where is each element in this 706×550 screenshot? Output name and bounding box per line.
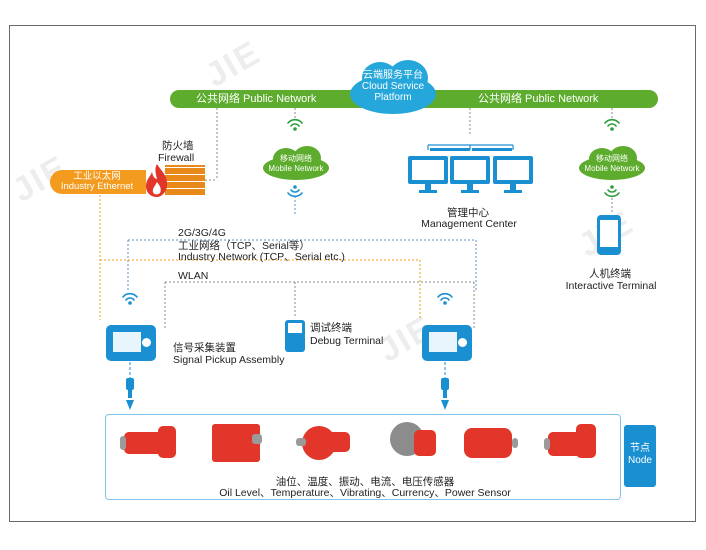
motor-icon bbox=[208, 420, 268, 464]
management-center-zh: 管理中心 bbox=[447, 207, 489, 219]
phone-icon bbox=[597, 215, 621, 255]
wifi-icon bbox=[122, 292, 138, 305]
industry-ethernet-label: 工业以太网 Industry Ethernet bbox=[52, 172, 142, 192]
cloud-en-2: Platform bbox=[374, 92, 412, 103]
flame-icon bbox=[146, 164, 168, 197]
cloud-zh: 云端服务平台 bbox=[363, 70, 423, 81]
motor-icon bbox=[294, 420, 354, 464]
monitor-icon bbox=[450, 156, 490, 184]
brick-wall-icon bbox=[165, 165, 205, 195]
wifi-icon bbox=[287, 118, 303, 131]
motor-icon bbox=[120, 422, 180, 466]
signal-pickup-device-icon bbox=[106, 325, 156, 361]
node-box bbox=[105, 414, 621, 500]
monitor-icon bbox=[493, 156, 533, 184]
motor-icon bbox=[386, 418, 446, 462]
mobile-network-right-en: Mobile Network bbox=[584, 164, 640, 173]
node-tag bbox=[624, 425, 656, 487]
node-en: Node bbox=[628, 455, 652, 466]
wifi-icon bbox=[437, 292, 453, 305]
management-center-en: Management Center bbox=[421, 218, 517, 230]
mobile-cloud-icon bbox=[577, 146, 647, 180]
cloud-icon bbox=[344, 60, 442, 116]
motor-icon bbox=[460, 422, 520, 466]
industry-network-en: Industry Network (TCP、Serial etc.) bbox=[178, 251, 345, 263]
interactive-terminal-en: Interactive Terminal bbox=[565, 280, 657, 292]
signal-pickup-device-icon bbox=[422, 325, 472, 361]
industry-ethernet-zh: 工业以太网 bbox=[73, 171, 121, 182]
cloud-en-1: Cloud Service bbox=[361, 81, 425, 92]
wifi-icon bbox=[604, 185, 620, 198]
connector-plug-icon bbox=[126, 378, 134, 410]
mobile-cloud-icon bbox=[261, 146, 331, 180]
signal-pickup-en: Signal Pickup Assembly bbox=[173, 354, 285, 366]
mobile-network-left-en: Mobile Network bbox=[268, 164, 324, 173]
motor-icon bbox=[544, 422, 604, 466]
wifi-icon bbox=[287, 185, 303, 198]
sensors-zh: 油位、温度、振动、电流、电压传感器 bbox=[275, 476, 455, 488]
sensors-en: Oil Level、Temperature、Vibrating、Currency… bbox=[219, 487, 511, 499]
mobile-generations-label: 2G/3G/4G bbox=[178, 227, 226, 239]
firewall-zh: 防火墙 bbox=[162, 140, 194, 152]
firewall-en: Firewall bbox=[158, 152, 195, 164]
wifi-icon bbox=[604, 118, 620, 131]
mobile-network-left-label: 移动网络 Mobile Network bbox=[261, 154, 331, 174]
debug-terminal-icon bbox=[285, 320, 305, 352]
mobile-network-left-zh: 移动网络 bbox=[280, 154, 312, 163]
connector-plug-icon bbox=[441, 378, 449, 410]
industry-network-zh: 工业网络（TCP、Serial等） bbox=[178, 240, 310, 252]
public-network-left-label: 公共网络 Public Network bbox=[196, 93, 317, 105]
signal-pickup-zh: 信号采集装置 bbox=[173, 342, 236, 354]
interactive-terminal-zh: 人机终端 bbox=[589, 268, 631, 280]
industry-ethernet-en: Industry Ethernet bbox=[60, 181, 134, 192]
mobile-network-right-zh: 移动网络 bbox=[596, 154, 628, 163]
monitor-icon bbox=[408, 156, 448, 184]
mobile-network-right-label: 移动网络 Mobile Network bbox=[577, 154, 647, 174]
debug-terminal-zh: 调试终端 bbox=[310, 322, 352, 334]
public-network-right-label: 公共网络 Public Network bbox=[478, 93, 599, 105]
wlan-label: WLAN bbox=[178, 270, 209, 282]
debug-terminal-en: Debug Terminal bbox=[310, 335, 384, 347]
node-zh: 节点 bbox=[630, 443, 650, 454]
node-label: 节点 Node bbox=[624, 443, 656, 467]
cloud-platform-label: 云端服务平台 Cloud Service Platform bbox=[344, 70, 442, 103]
industry-ethernet-tag bbox=[50, 170, 146, 194]
